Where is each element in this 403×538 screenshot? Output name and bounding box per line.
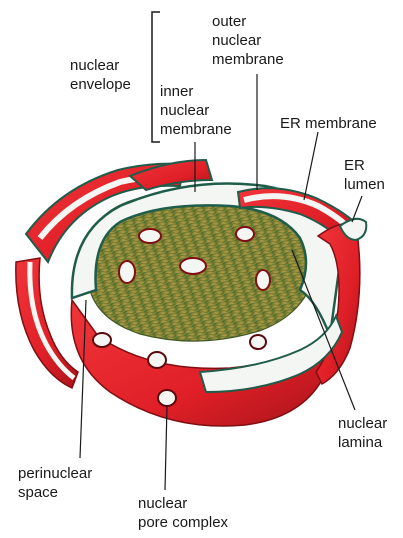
label-nuclear-lamina: nuclear lamina <box>338 414 387 452</box>
nuclear-pore <box>236 227 254 241</box>
nuclear-envelope-bracket <box>152 12 160 142</box>
label-er-lumen: ER lumen <box>344 156 385 194</box>
nuclear-pore <box>119 261 135 283</box>
leader-er-membrane <box>304 132 318 200</box>
er-flap-left <box>16 258 78 388</box>
nuclear-pore <box>93 333 111 347</box>
nuclear-pore <box>180 258 206 274</box>
nuclear-pore <box>256 270 270 290</box>
nuclear-pore <box>148 352 166 368</box>
label-nuclear-envelope: nuclear envelope <box>70 56 131 94</box>
label-er-membrane: ER membrane <box>280 114 377 133</box>
label-nuclear-pore-complex: nuclear pore complex <box>138 494 228 532</box>
label-outer-nuclear-membrane: outer nuclear membrane <box>212 12 284 69</box>
nuclear-pore <box>158 390 176 406</box>
label-perinuclear-space: perinuclear space <box>18 464 92 502</box>
nuclear-pore <box>250 335 266 349</box>
nuclear-pore <box>139 229 161 243</box>
label-inner-nuclear-membrane: inner nuclear membrane <box>160 82 232 139</box>
